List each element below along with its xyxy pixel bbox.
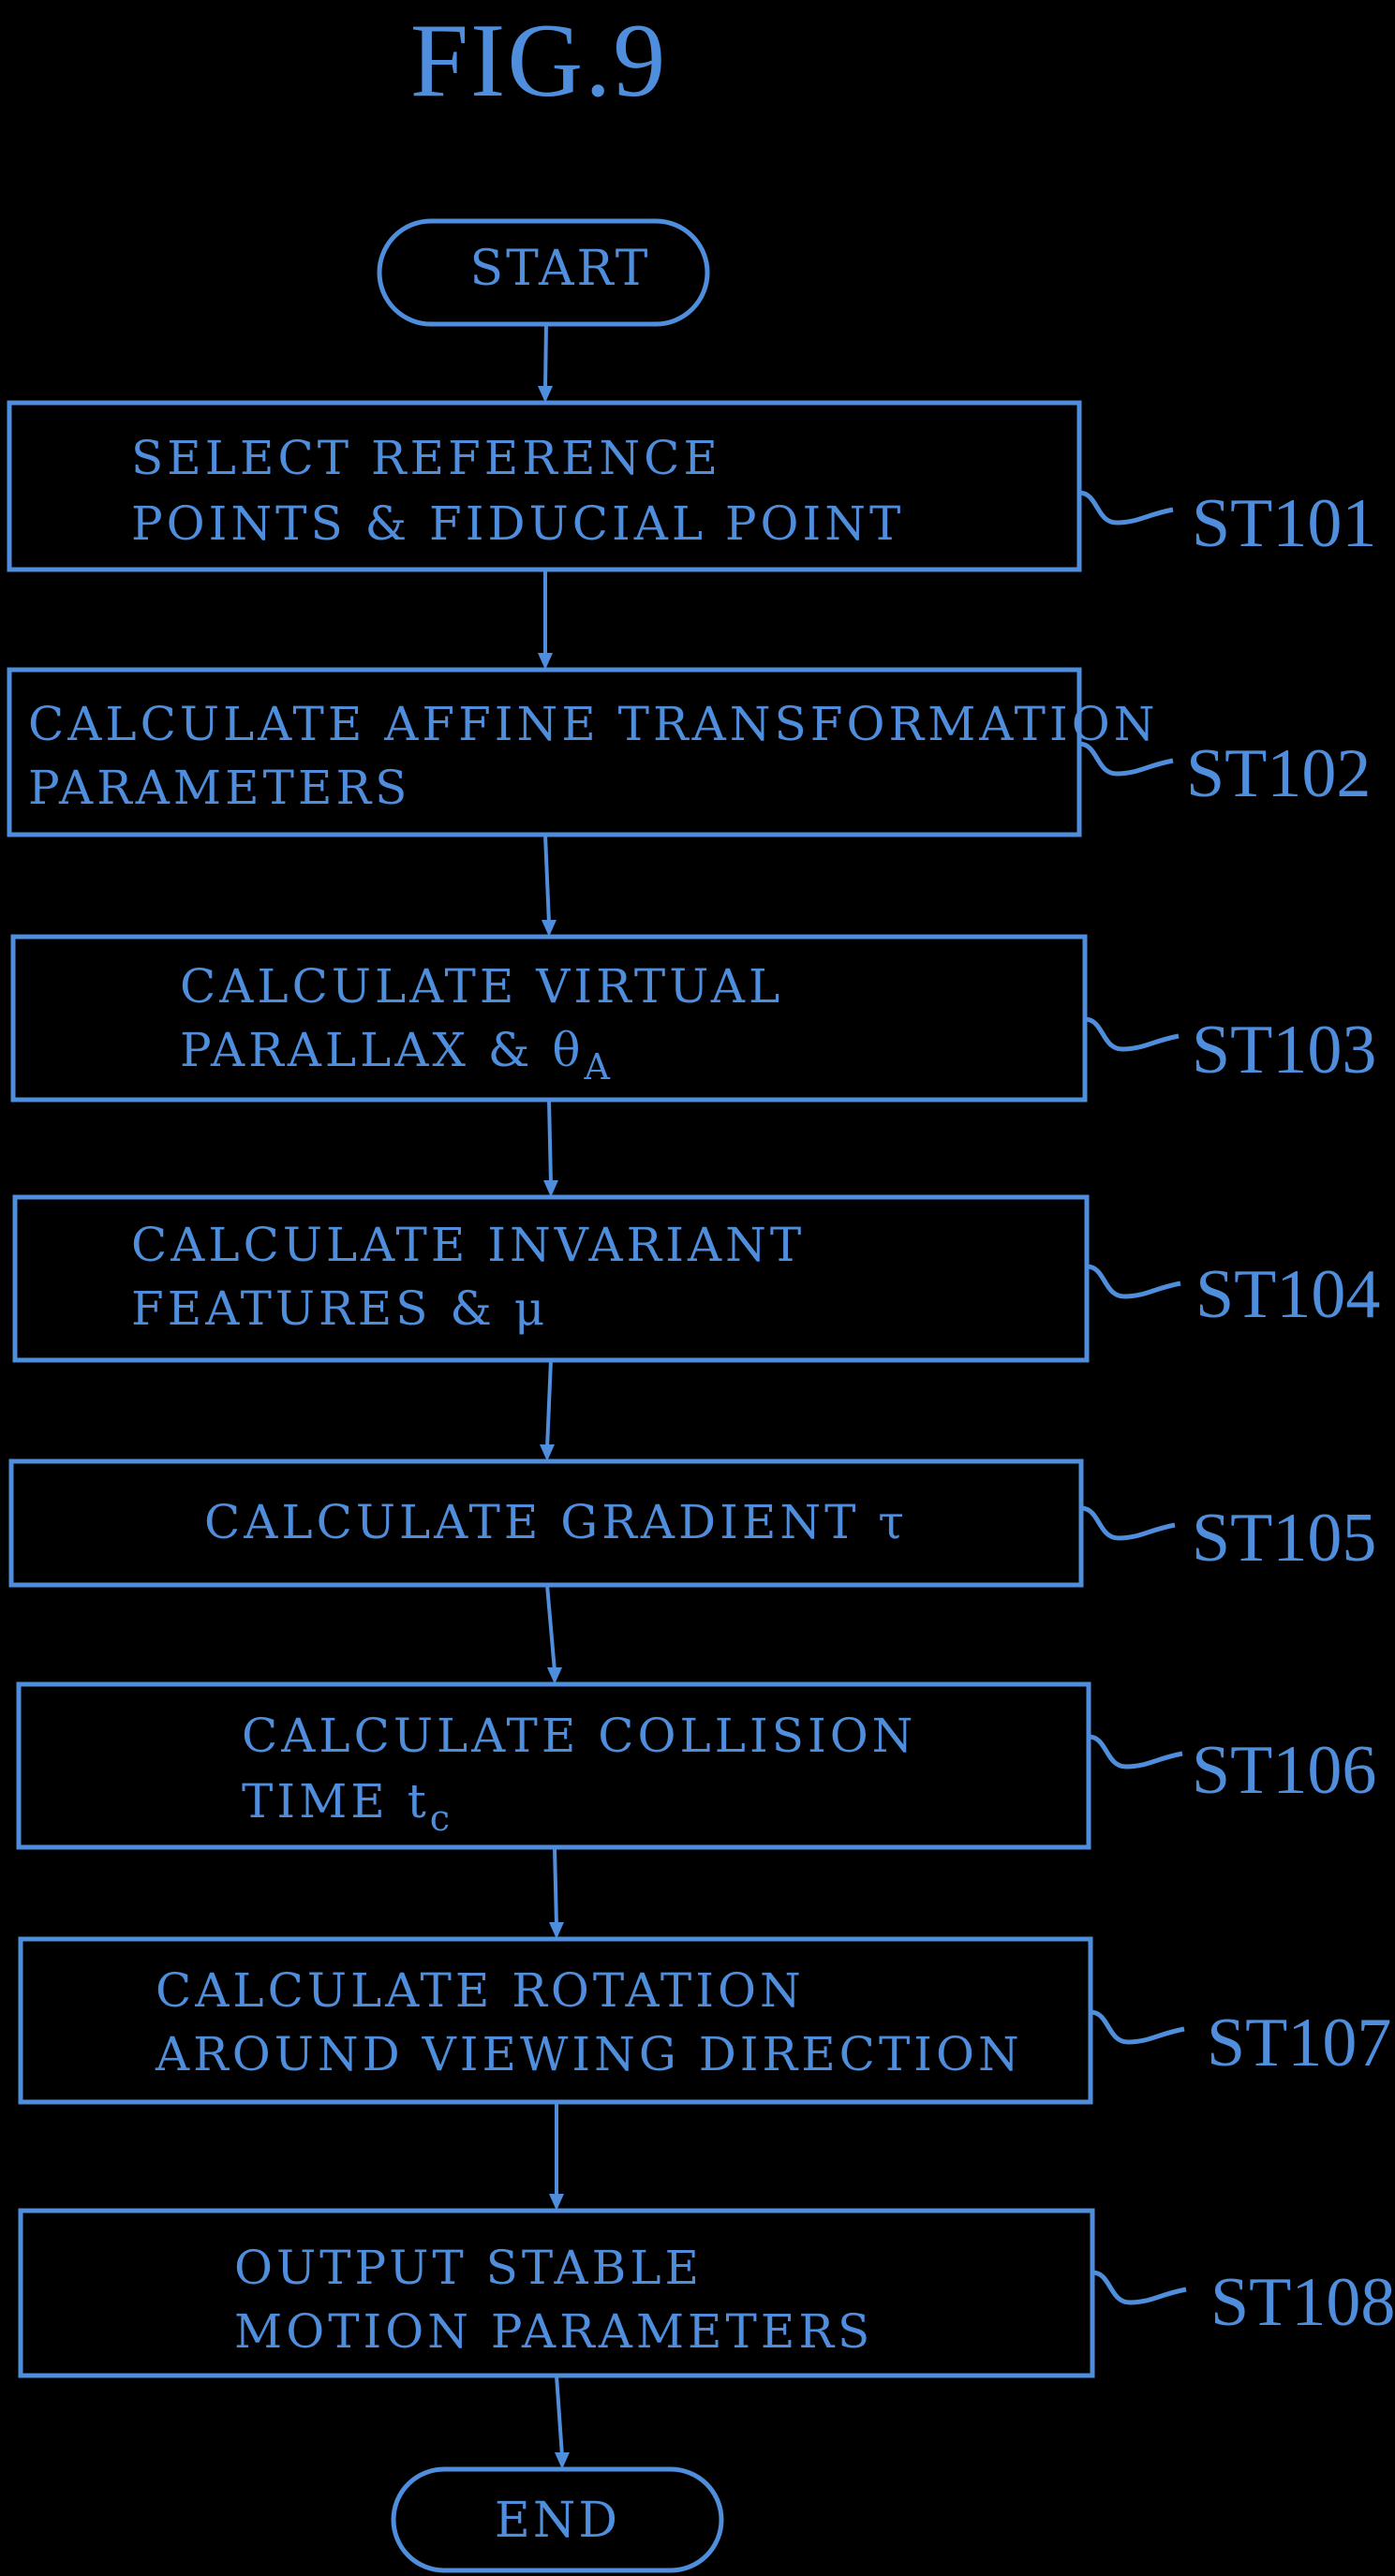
process-step-st108: OUTPUT STABLE MOTION PARAMETERS ST108 <box>21 2211 1395 2376</box>
step-label: ST108 <box>1210 2264 1395 2341</box>
process-box-line-2: PARALLAX & θA <box>180 1023 614 1088</box>
flow-arrow-head <box>547 1667 562 1684</box>
process-box-line-1: CALCULATE INVARIANT <box>131 1218 805 1272</box>
process-box-line-2: FEATURES & μ <box>131 1281 548 1336</box>
step-label: ST101 <box>1192 485 1376 562</box>
start-terminal: START <box>379 221 707 324</box>
flow-arrow-head <box>542 920 557 937</box>
end-terminal: END <box>393 2469 721 2570</box>
step-leader-line <box>1081 1508 1175 1538</box>
flow-arrow-shaft <box>555 1847 557 1926</box>
flow-arrow-head <box>549 1922 564 1939</box>
process-step-st104: CALCULATE INVARIANT FEATURES & μ ST104 <box>15 1197 1380 1360</box>
step-label: ST102 <box>1186 735 1371 812</box>
step-leader-line <box>1085 1019 1179 1049</box>
flow-arrow <box>540 1360 555 1461</box>
flow-arrow-head <box>549 2194 564 2211</box>
process-box-line-1: OUTPUT STABLE <box>234 2241 703 2295</box>
process-box-line-2: AROUND VIEWING DIRECTION <box>155 2027 1023 2081</box>
flow-arrow-shaft <box>545 835 549 924</box>
step-leader-line <box>1089 1737 1182 1767</box>
process-box-line-2: PARAMETERS <box>28 761 410 815</box>
step-label: ST103 <box>1192 1012 1376 1088</box>
process-step-st102: CALCULATE AFFINE TRANSFORMATION PARAMETER… <box>9 670 1371 835</box>
process-box-line-1: CALCULATE AFFINE TRANSFORMATION <box>28 697 1159 751</box>
process-box-line-1: CALCULATE COLLISION <box>242 1709 916 1763</box>
flow-arrow <box>555 2376 570 2469</box>
process-box-line-2: TIME tc <box>242 1774 453 1839</box>
step-leader-line <box>1087 1266 1180 1296</box>
end-terminal-label: END <box>495 2493 620 2549</box>
flow-arrow-shaft <box>549 1100 551 1184</box>
flow-connectors <box>538 324 570 2469</box>
process-box-line-1: CALCULATE GRADIENT τ <box>204 1495 908 1549</box>
flow-arrow-head <box>540 1444 555 1461</box>
step-leader-line <box>1079 493 1173 523</box>
process-steps: SELECT REFERENCE POINTS & FIDUCIAL POINT S… <box>9 403 1395 2376</box>
figure-title: FIG.9 <box>410 3 667 119</box>
process-box-line-1: CALCULATE VIRTUAL <box>180 959 783 1014</box>
process-step-st107: CALCULATE ROTATION AROUND VIEWING DIRECTI… <box>21 1939 1391 2102</box>
step-label: ST105 <box>1192 1500 1376 1577</box>
flow-arrow-head <box>538 653 553 670</box>
process-box-line-2: POINTS & FIDUCIAL POINT <box>131 496 904 551</box>
flow-arrow-shaft <box>547 1585 555 1671</box>
flow-arrow-shaft <box>547 1360 551 1448</box>
flow-arrow-head <box>543 1180 558 1197</box>
flow-arrow-shaft <box>557 2376 562 2456</box>
flow-arrow <box>549 1847 564 1939</box>
subscript: A <box>583 1046 613 1088</box>
step-label: ST106 <box>1192 1732 1376 1809</box>
process-step-st106: CALCULATE COLLISION TIME tc ST106 <box>19 1684 1376 1847</box>
subscript: c <box>430 1798 453 1839</box>
flow-arrow-head <box>538 386 553 403</box>
flow-arrow-shaft <box>545 324 546 390</box>
flow-arrow <box>549 2102 564 2211</box>
step-label: ST107 <box>1207 2005 1391 2081</box>
flow-arrow <box>538 570 553 670</box>
process-box-line-2: MOTION PARAMETERS <box>234 2304 873 2359</box>
step-label: ST104 <box>1195 1256 1380 1333</box>
process-box-line-1: SELECT REFERENCE <box>131 431 721 485</box>
step-leader-line <box>1091 2012 1184 2042</box>
step-leader-line <box>1092 2273 1186 2302</box>
flow-arrow <box>542 835 557 937</box>
flow-arrow <box>543 1100 558 1197</box>
process-step-st103: CALCULATE VIRTUAL PARALLAX & θA ST103 <box>13 937 1376 1100</box>
process-box-line-1: CALCULATE ROTATION <box>156 1963 805 2018</box>
flow-arrow <box>538 324 553 403</box>
flow-arrow <box>547 1585 562 1684</box>
process-step-st101: SELECT REFERENCE POINTS & FIDUCIAL POINT S… <box>9 403 1376 570</box>
start-terminal-label: START <box>470 241 651 297</box>
flow-arrow-head <box>555 2452 570 2469</box>
process-step-st105: CALCULATE GRADIENT τ ST105 <box>11 1461 1376 1585</box>
